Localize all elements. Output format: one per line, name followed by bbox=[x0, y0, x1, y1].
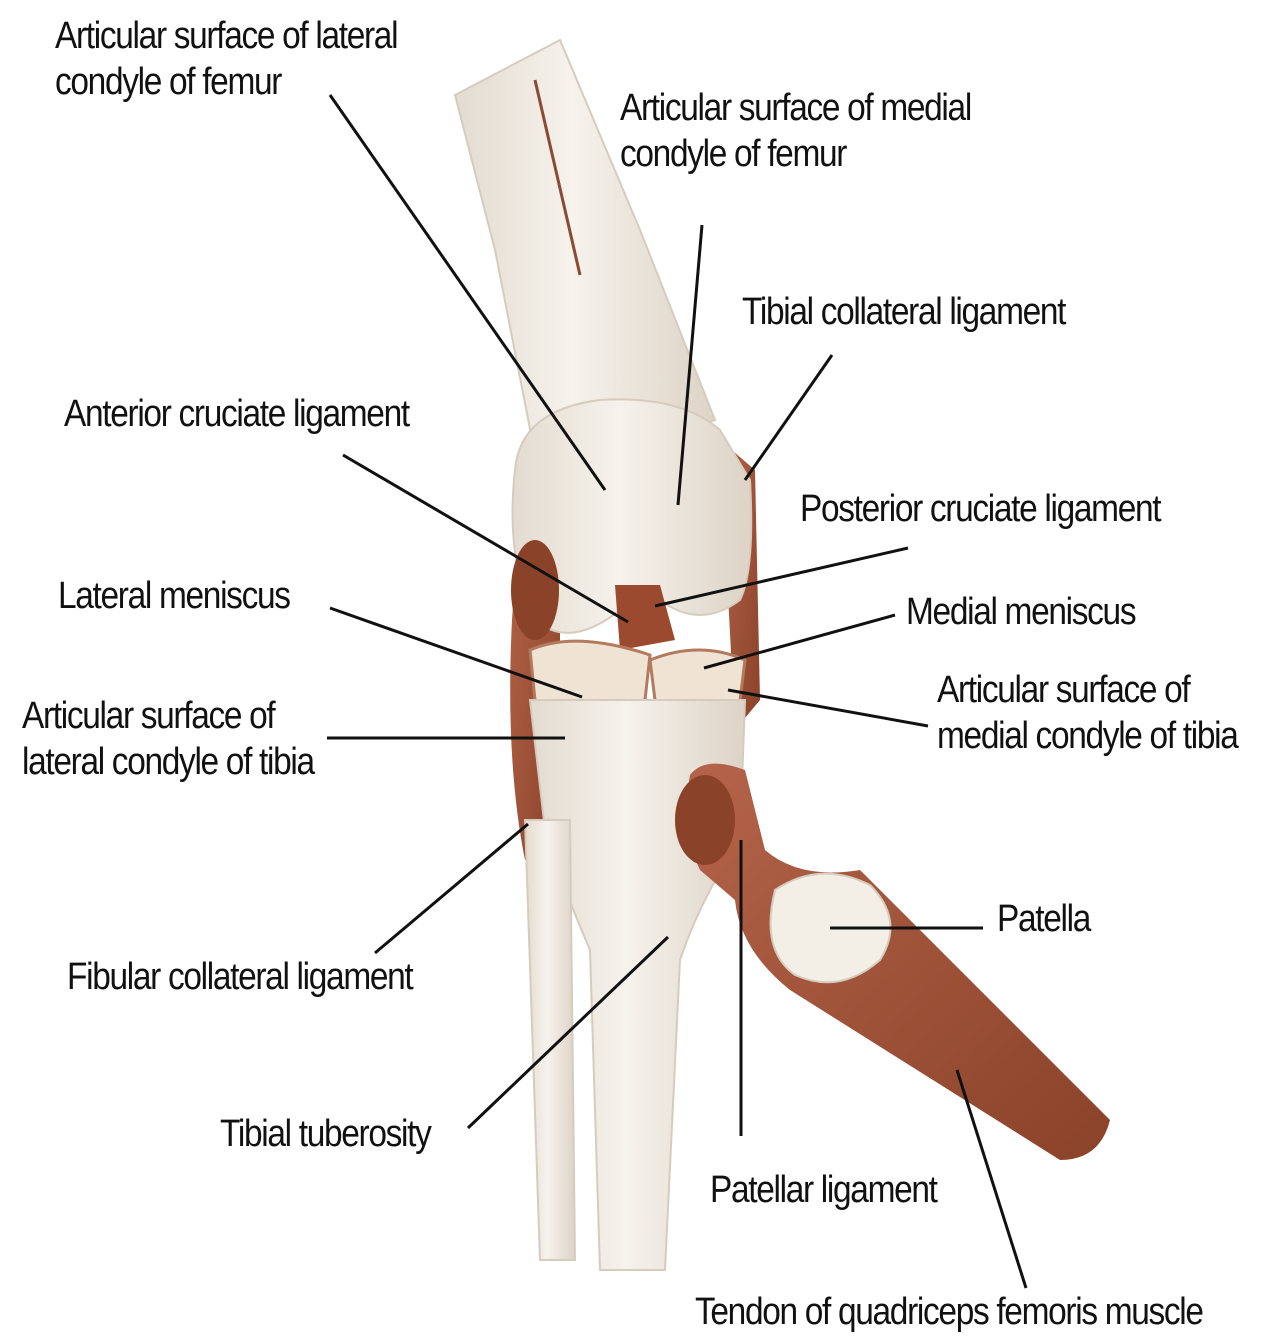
label-line: lateral condyle of tibia bbox=[22, 740, 314, 786]
label-anterior-cruciate-ligament: Anterior cruciate ligament bbox=[64, 392, 409, 438]
label-lateral-tibia-condyle: Articular surface of lateral condyle of … bbox=[22, 694, 314, 785]
fibula bbox=[525, 820, 575, 1260]
label-posterior-cruciate-ligament: Posterior cruciate ligament bbox=[800, 487, 1160, 533]
label-line: Articular surface of medial bbox=[620, 86, 971, 132]
leader-medial-tibia bbox=[728, 690, 928, 726]
label-line: Articular surface of lateral bbox=[55, 14, 397, 60]
label-medial-tibia-condyle: Articular surface of medial condyle of t… bbox=[937, 668, 1238, 759]
label-medial-femur-condyle: Articular surface of medial condyle of f… bbox=[620, 86, 971, 177]
leader-tibial-collateral bbox=[745, 355, 832, 480]
medial-meniscus-shape bbox=[650, 650, 745, 708]
label-line: medial condyle of tibia bbox=[937, 714, 1238, 760]
label-lateral-meniscus: Lateral meniscus bbox=[58, 574, 290, 620]
label-fibular-collateral-ligament: Fibular collateral ligament bbox=[67, 955, 412, 1001]
label-patella: Patella bbox=[997, 897, 1090, 943]
lateral-meniscus-shape bbox=[530, 641, 650, 707]
label-lateral-femur-condyle: Articular surface of lateral condyle of … bbox=[55, 14, 397, 105]
label-tibial-collateral-ligament: Tibial collateral ligament bbox=[742, 290, 1065, 336]
label-patellar-ligament: Patellar ligament bbox=[710, 1168, 937, 1214]
label-line: condyle of femur bbox=[620, 132, 971, 178]
label-quadriceps-tendon: Tendon of quadriceps femoris muscle bbox=[695, 1290, 1203, 1336]
patellar-ligament-shape bbox=[687, 764, 1110, 1160]
label-line: Articular surface of bbox=[22, 694, 314, 740]
leader-fibular-collateral bbox=[375, 824, 528, 953]
label-medial-meniscus: Medial meniscus bbox=[906, 590, 1135, 636]
label-line: condyle of femur bbox=[55, 60, 397, 106]
label-line: Articular surface of bbox=[937, 668, 1238, 714]
label-tibial-tuberosity: Tibial tuberosity bbox=[220, 1112, 430, 1158]
